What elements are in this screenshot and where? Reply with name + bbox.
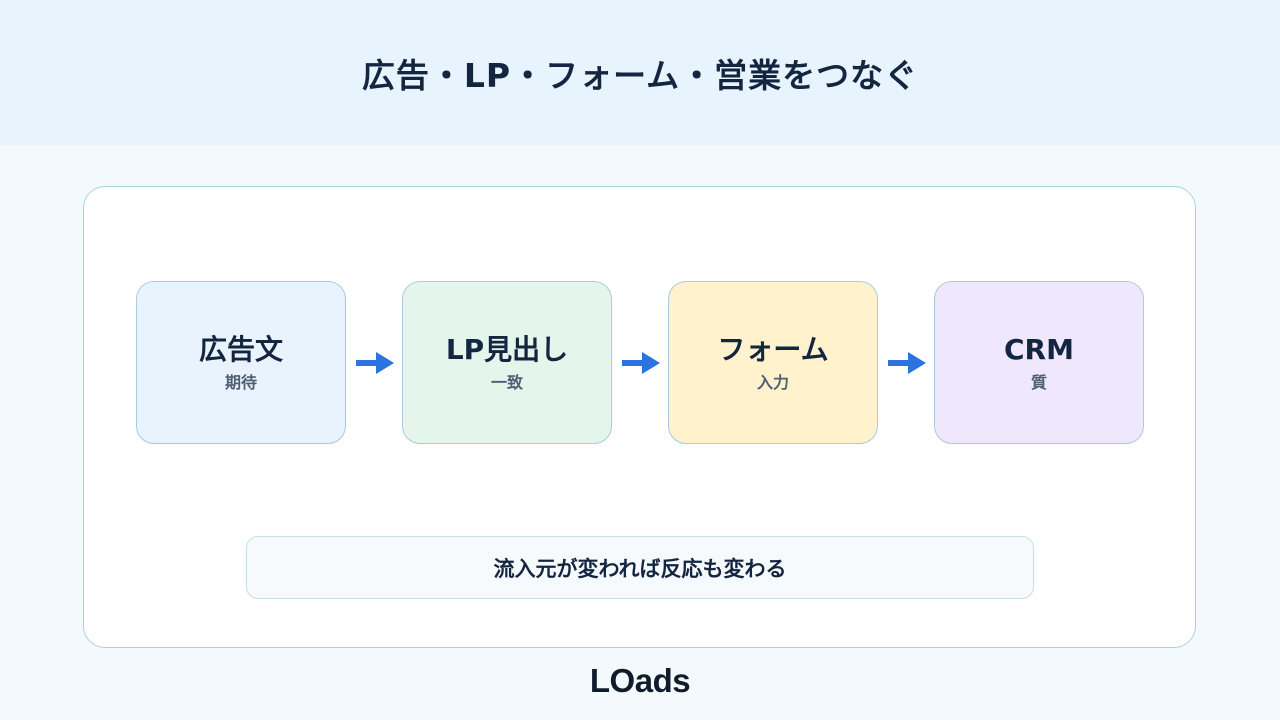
header-band: 広告・LP・フォーム・営業をつなぐ	[0, 0, 1280, 145]
step-crm: CRM 質	[934, 281, 1144, 444]
step-title: フォーム	[717, 332, 829, 366]
note-text: 流入元が変われば反応も変わる	[493, 556, 787, 581]
step-subtitle: 期待	[224, 372, 257, 392]
step-lp-headline: LP見出し 一致	[402, 281, 612, 444]
step-title: CRM	[1004, 332, 1074, 366]
arrow-right-icon	[622, 352, 660, 374]
step-form: フォーム 入力	[668, 281, 878, 444]
arrow-right-icon	[888, 352, 926, 374]
note-box: 流入元が変われば反応も変わる	[246, 536, 1034, 599]
step-title: 広告文	[198, 332, 283, 366]
page-title: 広告・LP・フォーム・営業をつなぐ	[361, 55, 919, 95]
step-ad-copy: 広告文 期待	[136, 281, 346, 444]
step-subtitle: 一致	[490, 372, 523, 392]
brand-logo: LOads	[589, 662, 691, 699]
arrow-right-icon	[356, 352, 394, 374]
step-subtitle: 質	[1030, 372, 1047, 392]
step-subtitle: 入力	[756, 372, 789, 392]
step-title: LP見出し	[445, 332, 569, 366]
